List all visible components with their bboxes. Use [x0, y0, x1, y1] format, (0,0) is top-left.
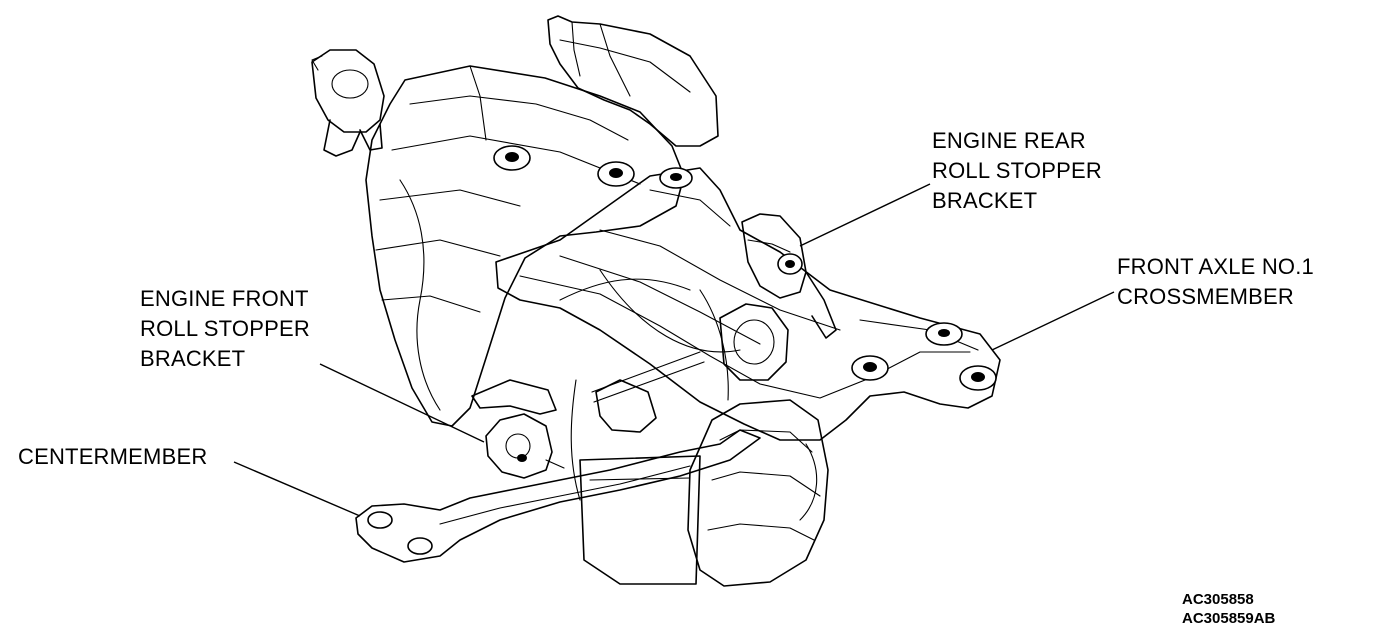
- centermember: [355, 429, 761, 563]
- label-front-axle-no1-crossmember: FRONT AXLE NO.1 CROSSMEMBER: [1117, 252, 1314, 312]
- label-line: ROLL STOPPER: [932, 158, 1102, 183]
- figure-code: AC305858: [1182, 591, 1254, 608]
- label-line: BRACKET: [140, 346, 246, 371]
- label-line: CROSSMEMBER: [1117, 284, 1294, 309]
- left-engine-mount: [311, 49, 385, 157]
- leader-rear-bracket: [799, 183, 931, 247]
- leader-front-bracket: [319, 363, 485, 443]
- transmission: [687, 399, 829, 587]
- label-line: BRACKET: [932, 188, 1038, 213]
- engine-block: [365, 65, 685, 427]
- steering-gear: [591, 303, 789, 433]
- figure-code: AC305859AB: [1182, 610, 1276, 627]
- crossmember: [495, 167, 1001, 441]
- front-roll-stopper-bracket: [471, 379, 565, 479]
- label-engine-rear-roll-stopper-bracket: ENGINE REAR ROLL STOPPER BRACKET: [932, 126, 1102, 216]
- leader-lines: [233, 183, 1115, 517]
- label-line: ENGINE FRONT: [140, 286, 309, 311]
- label-line: ROLL STOPPER: [140, 316, 310, 341]
- label-line: ENGINE REAR: [932, 128, 1086, 153]
- rear-roll-stopper-bracket: [741, 213, 837, 339]
- label-centermember: CENTERMEMBER: [18, 442, 207, 472]
- crossmember-bushings: [493, 145, 997, 391]
- label-line: CENTERMEMBER: [18, 444, 208, 469]
- leader-crossmember: [991, 291, 1115, 351]
- label-engine-front-roll-stopper-bracket: ENGINE FRONT ROLL STOPPER BRACKET: [140, 284, 310, 374]
- hoses: [559, 269, 741, 501]
- label-line: FRONT AXLE NO.1: [1117, 254, 1314, 279]
- engine-top-cover: [547, 15, 719, 147]
- leader-centermember: [233, 461, 361, 517]
- figure-codes: AC305858 AC305859AB: [1182, 590, 1275, 628]
